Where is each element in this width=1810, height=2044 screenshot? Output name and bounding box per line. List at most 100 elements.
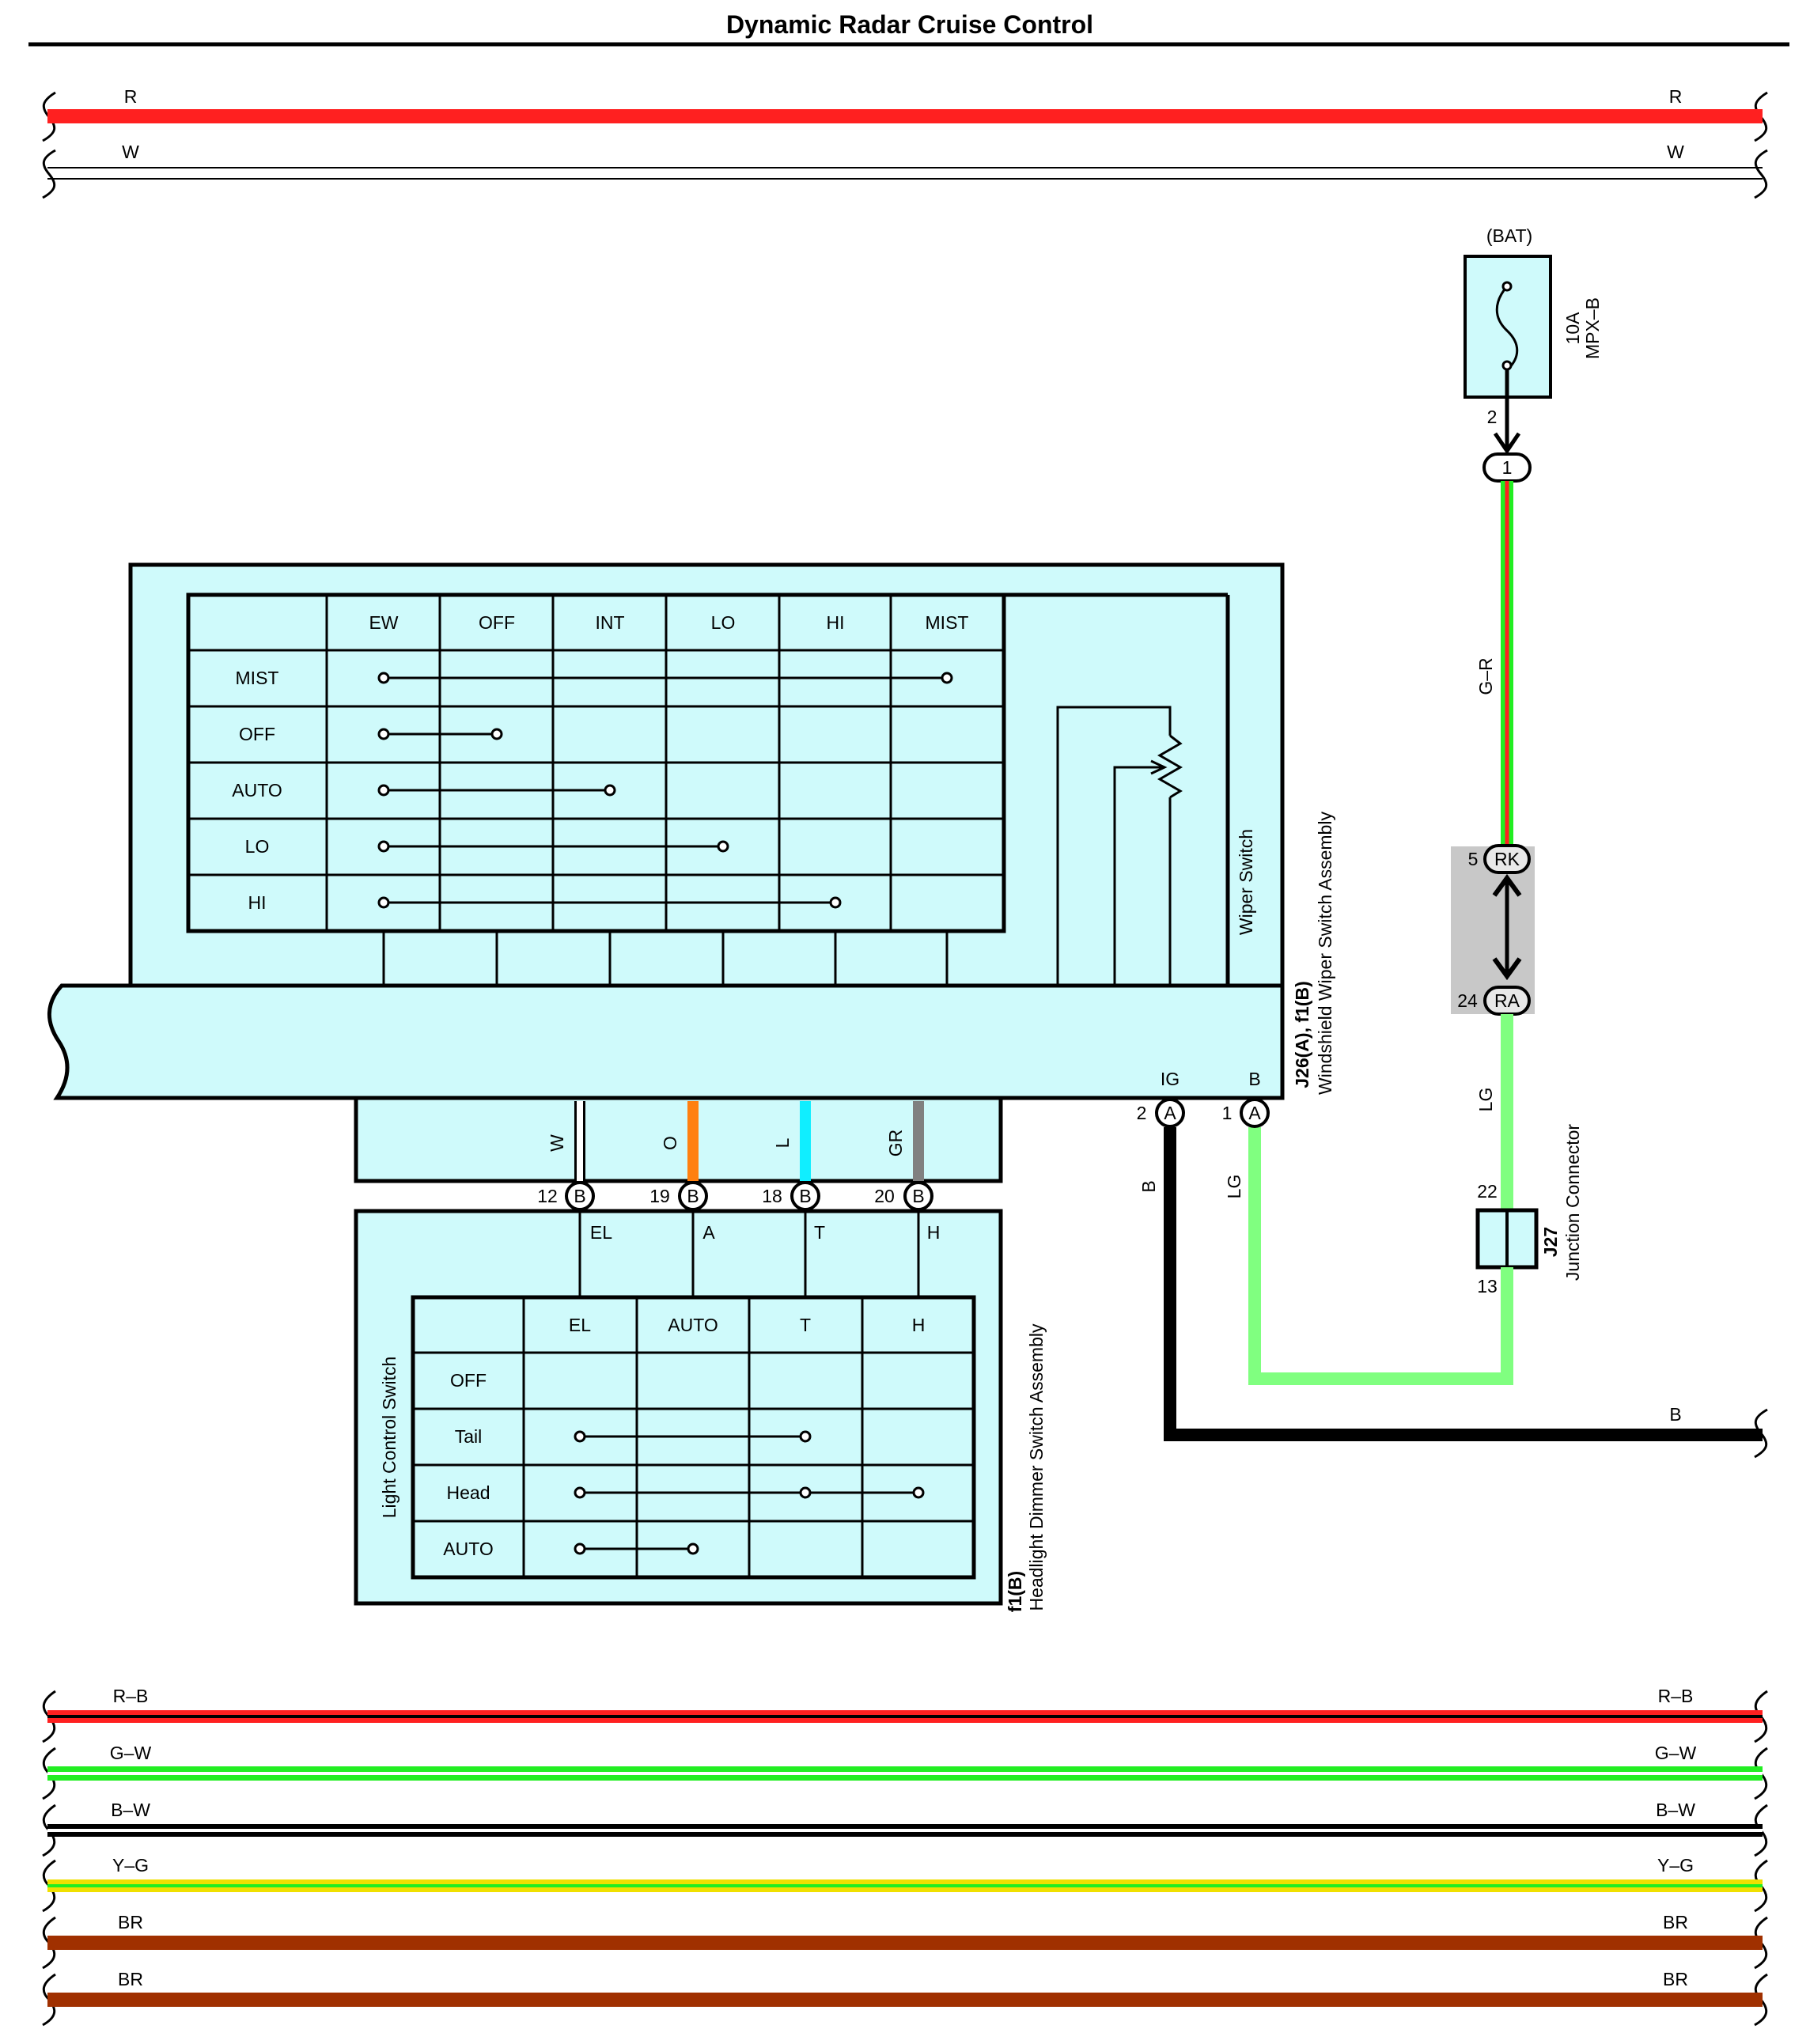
wiper-row-header: OFF <box>239 724 275 744</box>
connector-rk <box>1483 844 1531 874</box>
terminal-label: EL <box>590 1222 612 1243</box>
headlight-connection-auto <box>574 1542 699 1555</box>
wiper-connection-lo <box>377 840 729 853</box>
harness-box <box>354 1096 1003 1183</box>
terminal-name: IG <box>1161 1069 1180 1089</box>
wiper-assembly-id: J26(A), f1(B) <box>1292 981 1312 1088</box>
connector-pin: 20 <box>874 1186 895 1206</box>
j27-pin-bottom: 13 <box>1477 1276 1498 1296</box>
wire-label-right: W <box>1667 142 1684 162</box>
wire-label-right: BR <box>1663 1912 1688 1932</box>
variable-resistor-icon <box>1056 706 1183 931</box>
headlight-assembly-name: Headlight Dimmer Switch Assembly <box>1026 1323 1047 1611</box>
terminal-name: B <box>1248 1069 1260 1089</box>
connector-letter: B <box>574 1186 585 1206</box>
fuse-rating: 10A <box>1562 312 1583 345</box>
connector-pin: 24 <box>1457 990 1478 1011</box>
wire-label-right: Y–G <box>1657 1855 1694 1876</box>
wire-lg-loop <box>1248 1127 1513 1385</box>
terminal-pin: 2 <box>1137 1103 1147 1123</box>
headlight-row-header: Head <box>447 1482 490 1503</box>
connector-code: RK <box>1494 849 1520 869</box>
j27-id: J27 <box>1540 1227 1561 1257</box>
junction-block-bg <box>1451 846 1535 1014</box>
fuse-name: MPX–B <box>1582 297 1603 359</box>
connector-letter: B <box>799 1186 811 1206</box>
wire-color-code: W <box>547 1134 567 1152</box>
wiper-connection-mist <box>377 672 953 684</box>
connector-pin: 18 <box>762 1186 782 1206</box>
fuse-element-icon <box>1495 286 1519 372</box>
headlight-switch-assembly: EL A T H EL AUTO T H OFF Tail Head AUTO <box>354 1209 1047 1612</box>
wiper-connection-auto <box>377 784 616 797</box>
j27-pin-top: 22 <box>1477 1181 1498 1202</box>
connector-pin-label: 1 <box>1502 457 1513 478</box>
wiper-connection-off <box>377 728 503 740</box>
wiper-row-header: AUTO <box>232 780 282 801</box>
headlight-connection-head <box>574 1486 925 1499</box>
connector-letter: B <box>912 1186 924 1206</box>
bottom-bus: R–B R–B G–W G–W B–W B–W Y–G Y–G BR BR BR… <box>42 1686 1768 2027</box>
wire-label-right: G–W <box>1655 1743 1697 1763</box>
connector-pin: 5 <box>1468 849 1479 869</box>
terminal-a-ig <box>1155 1098 1185 1128</box>
wire-label-left: W <box>122 142 139 162</box>
wire-label: G–R <box>1475 657 1496 695</box>
wiper-table-grid <box>188 595 1004 931</box>
terminal-pin: 1 <box>1222 1103 1233 1123</box>
fuse-source-label: (BAT) <box>1486 225 1532 246</box>
headlight-row-header: AUTO <box>443 1539 493 1559</box>
headlight-row-header: OFF <box>450 1370 487 1391</box>
wiper-col-header: EW <box>369 612 398 633</box>
connector-code: RA <box>1494 990 1520 1011</box>
terminal-label: A <box>702 1222 715 1243</box>
wire-label: LG <box>1475 1088 1496 1112</box>
wire-label: LG <box>1224 1175 1244 1199</box>
wire-label-left: BR <box>118 1912 143 1932</box>
wire-label-right: R <box>1669 86 1683 107</box>
wire-g-r: G–R <box>1475 481 1513 846</box>
headlight-connection-tail <box>574 1430 812 1443</box>
headlight-col-header: EL <box>569 1315 591 1335</box>
wire-label: B <box>1669 1404 1681 1425</box>
headlight-feed-lines <box>578 1211 920 1297</box>
fuse-pin: 2 <box>1487 407 1498 427</box>
wiper-col-header: OFF <box>479 612 515 633</box>
wire-b <box>1164 1127 1763 1441</box>
diagram-title: Dynamic Radar Cruise Control <box>726 10 1093 39</box>
wire-label-right: B–W <box>1656 1800 1695 1820</box>
light-control-switch-label: Light Control Switch <box>379 1357 399 1519</box>
headlight-row-header: Tail <box>455 1426 483 1447</box>
wiper-assembly-base <box>47 983 1285 1100</box>
wiper-row-header: LO <box>245 836 270 857</box>
wiper-col-header: INT <box>595 612 624 633</box>
j27-name: Junction Connector <box>1562 1124 1583 1281</box>
wire-label-left: B–W <box>111 1800 150 1820</box>
arrow-down-icon <box>1492 957 1522 981</box>
wire-label: B <box>1138 1180 1159 1192</box>
wiper-col-header: MIST <box>926 612 969 633</box>
wire-label-left: R–B <box>113 1686 149 1706</box>
headlight-assembly-id: f1(B) <box>1005 1571 1025 1612</box>
headlight-col-header: H <box>912 1315 926 1335</box>
wire-label-left: Y–G <box>112 1855 149 1876</box>
wire-label-right: BR <box>1663 1969 1688 1989</box>
wiper-row-header: MIST <box>236 668 279 688</box>
wiper-switch-label: Wiper Switch <box>1236 829 1256 935</box>
terminal-a-b <box>1240 1098 1270 1128</box>
terminal-connector: A <box>1248 1103 1261 1123</box>
wiper-switch-assembly: EW OFF INT LO HI MIST MIST OFF AUTO LO H… <box>47 562 1335 1128</box>
wiper-assembly-name: Windshield Wiper Switch Assembly <box>1315 812 1335 1095</box>
wire-color-code: GR <box>885 1130 906 1157</box>
wiper-table-drops <box>382 931 1172 986</box>
connector-pin: 12 <box>537 1186 558 1206</box>
top-bus: R R W W <box>42 86 1768 199</box>
fuse-terminal <box>1501 281 1513 292</box>
wire-label-left: G–W <box>110 1743 152 1763</box>
wire-label-right: R–B <box>1658 1686 1694 1706</box>
harness-section: W O L GR B 12 B 19 B 18 B 20 <box>354 1096 1003 1211</box>
arrow-up-icon <box>1492 873 1522 897</box>
wire-color-code: O <box>660 1136 680 1150</box>
j27-junction-connector: 22 13 J27 Junction Connector <box>1475 1124 1583 1296</box>
